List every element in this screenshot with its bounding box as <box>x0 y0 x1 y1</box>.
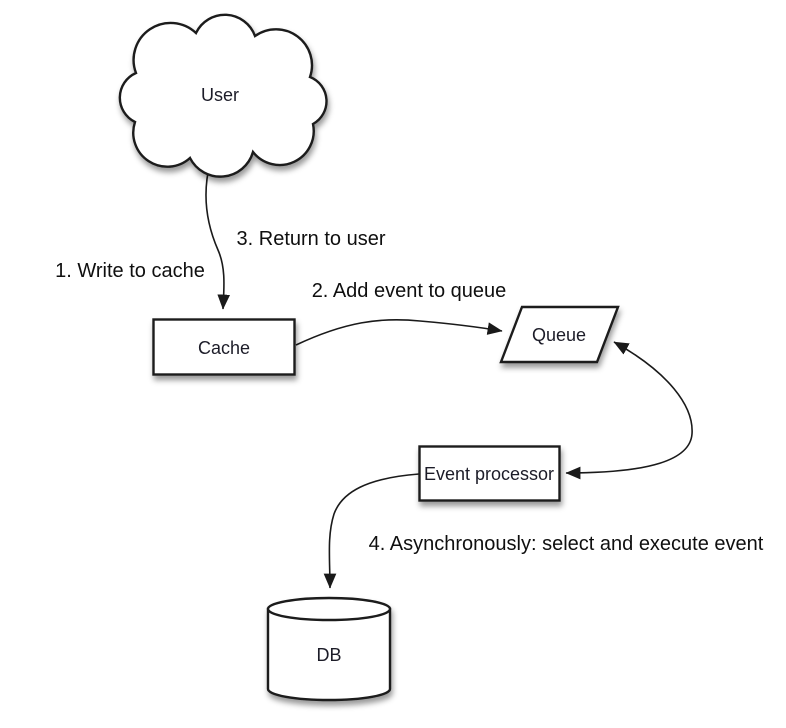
queue-parallelogram-shape <box>499 305 620 364</box>
arrow-queue-event-processor <box>565 341 693 480</box>
db-cylinder-shape <box>266 596 392 702</box>
db-node-label: DB <box>316 645 341 665</box>
db-cylinder-top <box>266 596 392 622</box>
queue-node-label: Queue <box>532 325 586 345</box>
user-cloud-shape <box>118 13 328 178</box>
cache-box-shape <box>152 318 296 376</box>
event-processor-box-shape <box>418 445 561 502</box>
arrow-cache-to-queue <box>295 318 503 346</box>
db-cylinder-body <box>266 607 392 702</box>
edge-label-step3: 3. Return to user <box>237 228 386 250</box>
edge-label-step4: 4. Asynchronously: select and execute ev… <box>369 533 764 555</box>
arrow-user-to-cache <box>205 162 231 310</box>
cache-node-label: Cache <box>198 338 250 358</box>
edge-label-step1: 1. Write to cache <box>55 260 205 282</box>
user-node-label: User <box>201 85 239 105</box>
event-processor-node-label: Event processor <box>424 464 554 484</box>
arrow-event-processor-to-db <box>323 473 420 589</box>
edge-label-step2: 2. Add event to queue <box>312 280 507 302</box>
